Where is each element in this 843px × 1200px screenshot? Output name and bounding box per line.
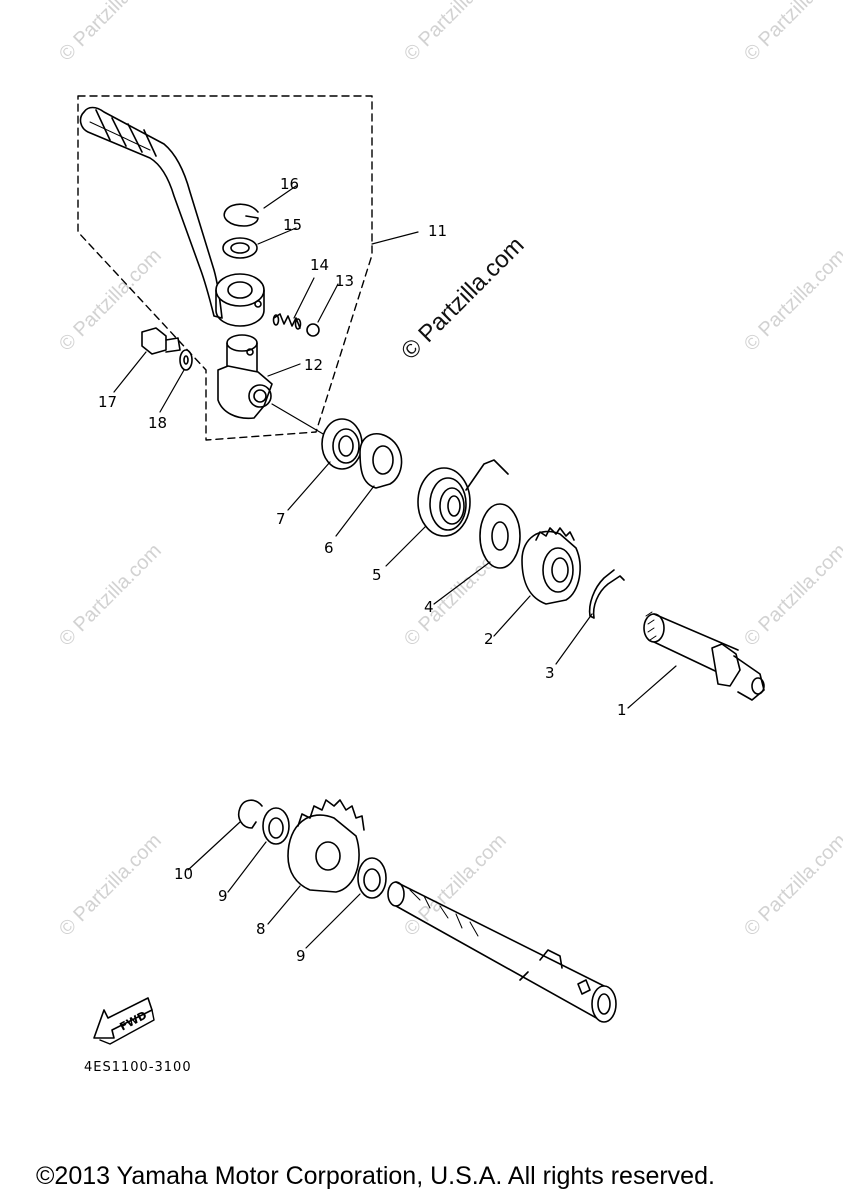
washer-15 — [222, 237, 258, 259]
callout-18: 18 — [148, 414, 168, 432]
washer-18 — [179, 349, 193, 371]
copyright-notice: ©2013 Yamaha Motor Corporation, U.S.A. A… — [36, 1162, 715, 1190]
spring-14 — [272, 313, 302, 330]
clip-3 — [588, 569, 625, 619]
callout-2: 2 — [484, 630, 494, 648]
callout-3: 3 — [545, 664, 555, 682]
kick-lever — [79, 106, 265, 327]
fwd-arrow-icon: FWD — [93, 997, 155, 1045]
ball-13 — [306, 323, 320, 337]
assembly-boundary — [77, 95, 373, 441]
callout-16: 16 — [280, 175, 300, 193]
axis-line — [271, 403, 331, 439]
callout-6: 6 — [324, 539, 334, 557]
kick-boss-12 — [217, 334, 273, 420]
washer-9-upper — [262, 807, 290, 845]
callout-1: 1 — [617, 701, 627, 719]
washer-9-lower — [357, 857, 387, 899]
washer-4 — [479, 503, 521, 569]
leader-lines — [113, 185, 677, 949]
callout-9-lower: 9 — [296, 947, 306, 965]
kick-axle-1 — [643, 611, 765, 701]
torsion-spring-5 — [417, 459, 509, 537]
callout-7: 7 — [276, 510, 286, 528]
part-code: 4ES1100-3100 — [84, 1060, 192, 1075]
collar-6 — [359, 432, 403, 489]
kick-gear-2 — [521, 527, 581, 605]
bearing-7 — [321, 418, 363, 470]
main-axle — [387, 881, 617, 1023]
bolt-17 — [141, 327, 181, 355]
circlip-10 — [237, 799, 263, 829]
callout-8: 8 — [256, 920, 266, 938]
callout-13: 13 — [335, 272, 355, 290]
callout-15: 15 — [283, 216, 303, 234]
callout-4: 4 — [424, 598, 434, 616]
callout-11: 11 — [428, 222, 448, 240]
idler-gear-8 — [287, 799, 365, 893]
callout-17: 17 — [98, 393, 118, 411]
callout-10: 10 — [174, 865, 194, 883]
callout-12: 12 — [304, 356, 324, 374]
callout-9-upper: 9 — [218, 887, 228, 905]
callout-14: 14 — [310, 256, 330, 274]
circlip-16 — [223, 203, 259, 227]
callout-5: 5 — [372, 566, 382, 584]
